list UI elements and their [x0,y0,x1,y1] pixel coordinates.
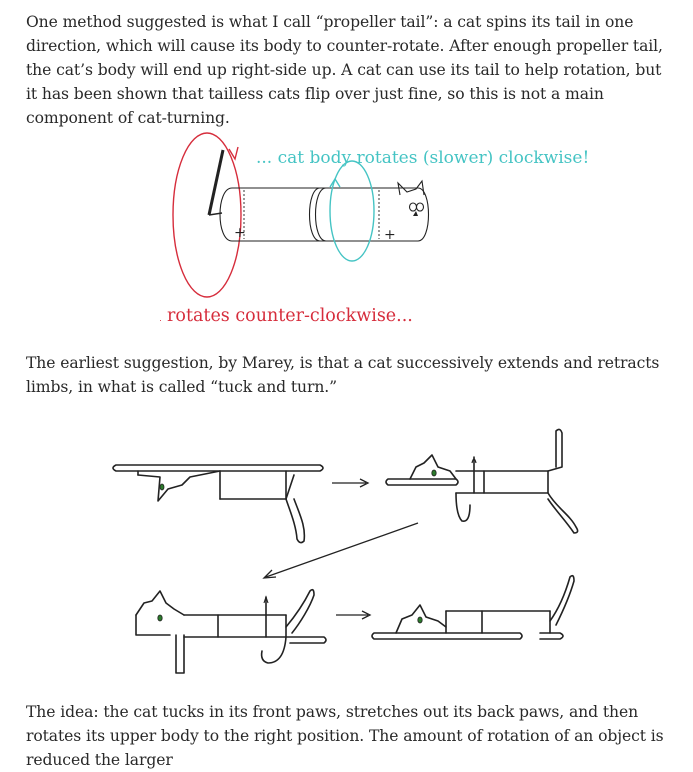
plus-sign-right: + [384,227,396,243]
paragraph-propeller-tail: One method suggested is what I call “pro… [26,13,663,127]
cat-tail [207,149,225,216]
paragraph-tuck-and-turn: The earliest suggestion, by Marey, is th… [26,354,660,396]
tail-rotation-arrowhead [228,146,239,161]
cat-stage-2 [385,428,579,534]
body-rotation-ellipse [329,160,375,262]
cat-stage-4 [371,574,575,640]
sequence-arrow-3 [336,610,372,620]
cat-head-icon [397,179,425,216]
sequence-arrow-1 [332,478,370,488]
sequence-arrow-2 [262,522,419,579]
cat-body-cylinder [219,187,429,242]
paragraph-idea: The idea: the cat tucks in its front paw… [26,703,664,769]
propeller-tail-figure: + + ... cat body rotates (slower) clockw… [160,132,589,326]
tail-rotation-label: cat tail rotates counter-clockwise... [160,306,413,326]
body-rotation-label: ... cat body rotates (slower) clockwise! [256,148,589,168]
plus-sign-left: + [234,225,246,241]
cat-stage-1 [112,464,324,544]
cat-stage-3 [135,588,327,674]
tuck-and-turn-figure [112,428,579,674]
body-rotation-arrowhead [329,177,341,188]
tail-rotation-ellipse [172,132,242,298]
